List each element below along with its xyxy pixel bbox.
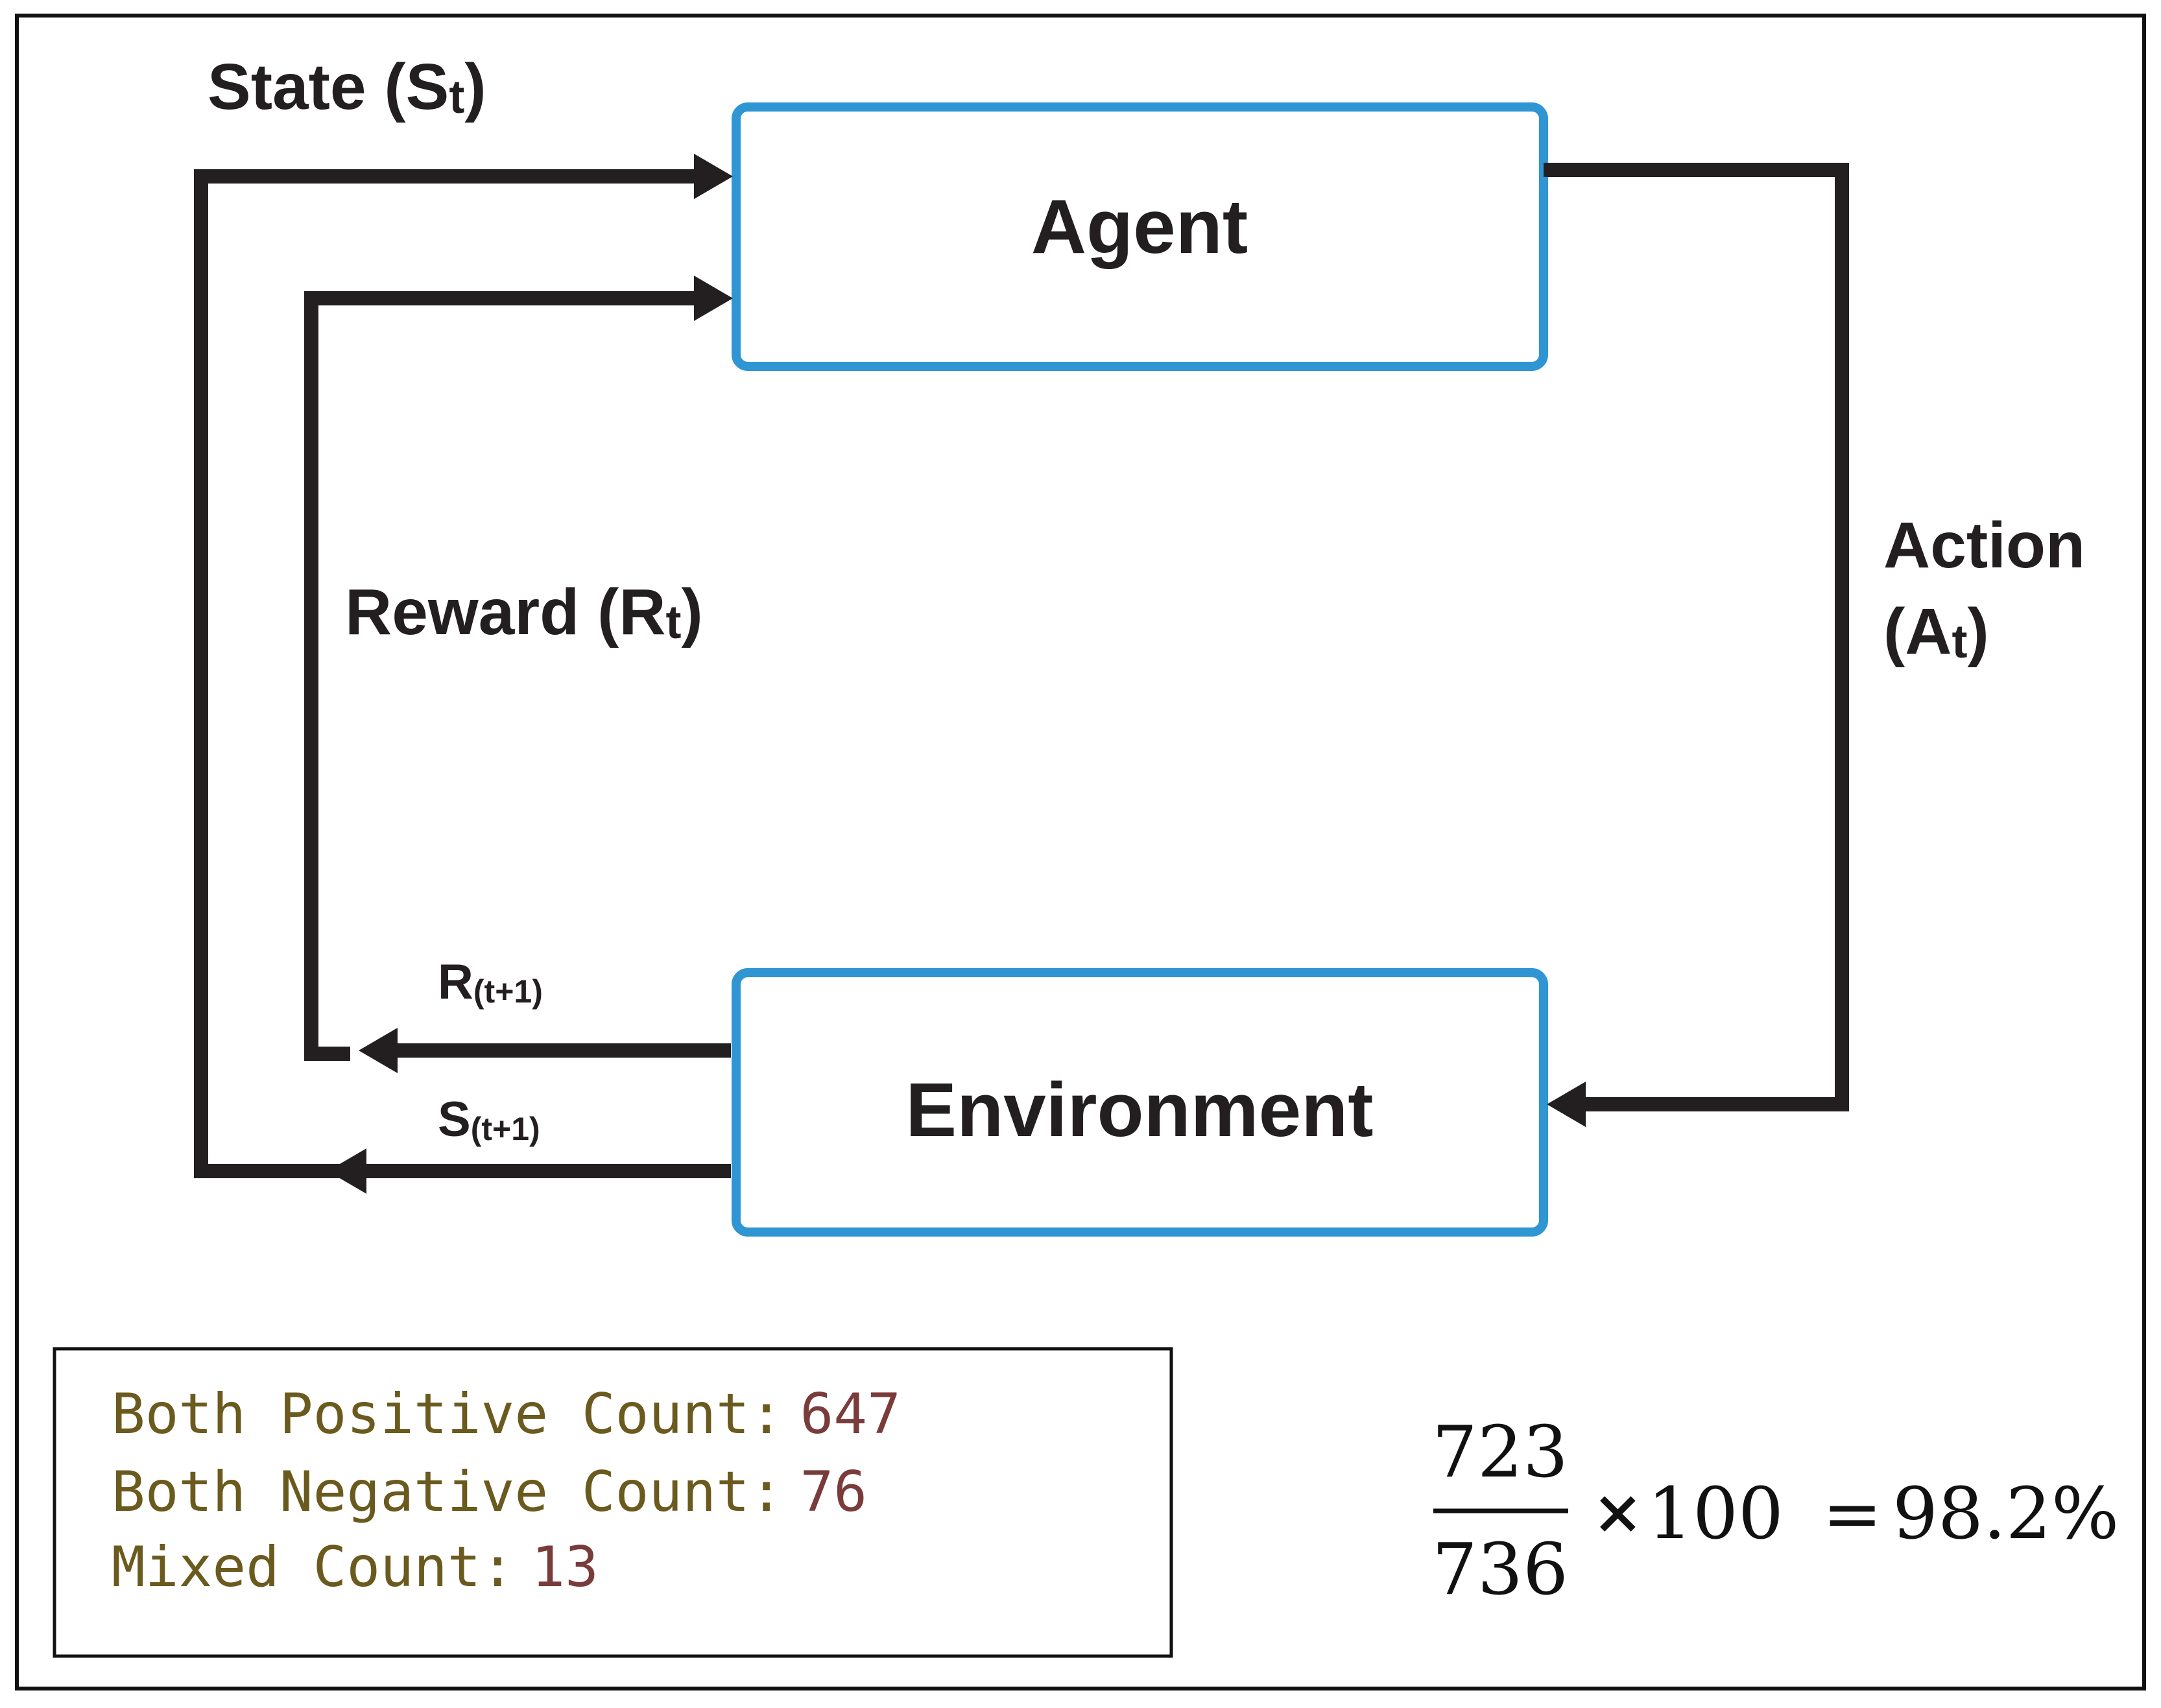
formula-equals: = <box>1822 1472 1882 1555</box>
formula-numerator: 723 <box>1432 1410 1568 1493</box>
console-line-both-negative: Both Negative Count:76 <box>112 1460 867 1524</box>
environment-box[interactable] <box>732 968 1548 1237</box>
formula-denominator: 736 <box>1432 1528 1568 1611</box>
formula-result: 98.2% <box>1892 1472 2119 1555</box>
reward-label: Reward (Rt) <box>345 576 703 648</box>
action-label: Action <box>1883 509 2085 582</box>
agent-label: Agent <box>1031 184 1248 270</box>
next-state-label: S(t+1) <box>438 1092 540 1147</box>
reward-edge <box>304 291 697 1061</box>
state-edge <box>194 169 731 1178</box>
console-line-mixed: Mixed Count:13 <box>112 1535 599 1600</box>
agent-box[interactable] <box>732 102 1548 371</box>
next-state-arrowhead <box>328 1148 366 1194</box>
environment-label: Environment <box>905 1067 1373 1153</box>
console-output-box <box>53 1347 1173 1658</box>
reward-arrowhead <box>694 276 733 321</box>
action-label-sub: (At) <box>1883 595 1989 668</box>
console-line-both-positive: Both Positive Count:647 <box>112 1382 901 1447</box>
formula-multiplier: 100 <box>1647 1472 1784 1555</box>
outer-frame <box>15 14 2146 1690</box>
next-reward-arrowhead <box>359 1028 398 1073</box>
state-label: State (St) <box>208 51 486 123</box>
action-edge <box>1544 163 1849 1111</box>
formula-times-symbol: × <box>1592 1477 1643 1548</box>
action-arrowhead <box>1547 1082 1586 1127</box>
next-reward-label: R(t+1) <box>438 955 543 1010</box>
state-arrowhead <box>694 154 733 199</box>
